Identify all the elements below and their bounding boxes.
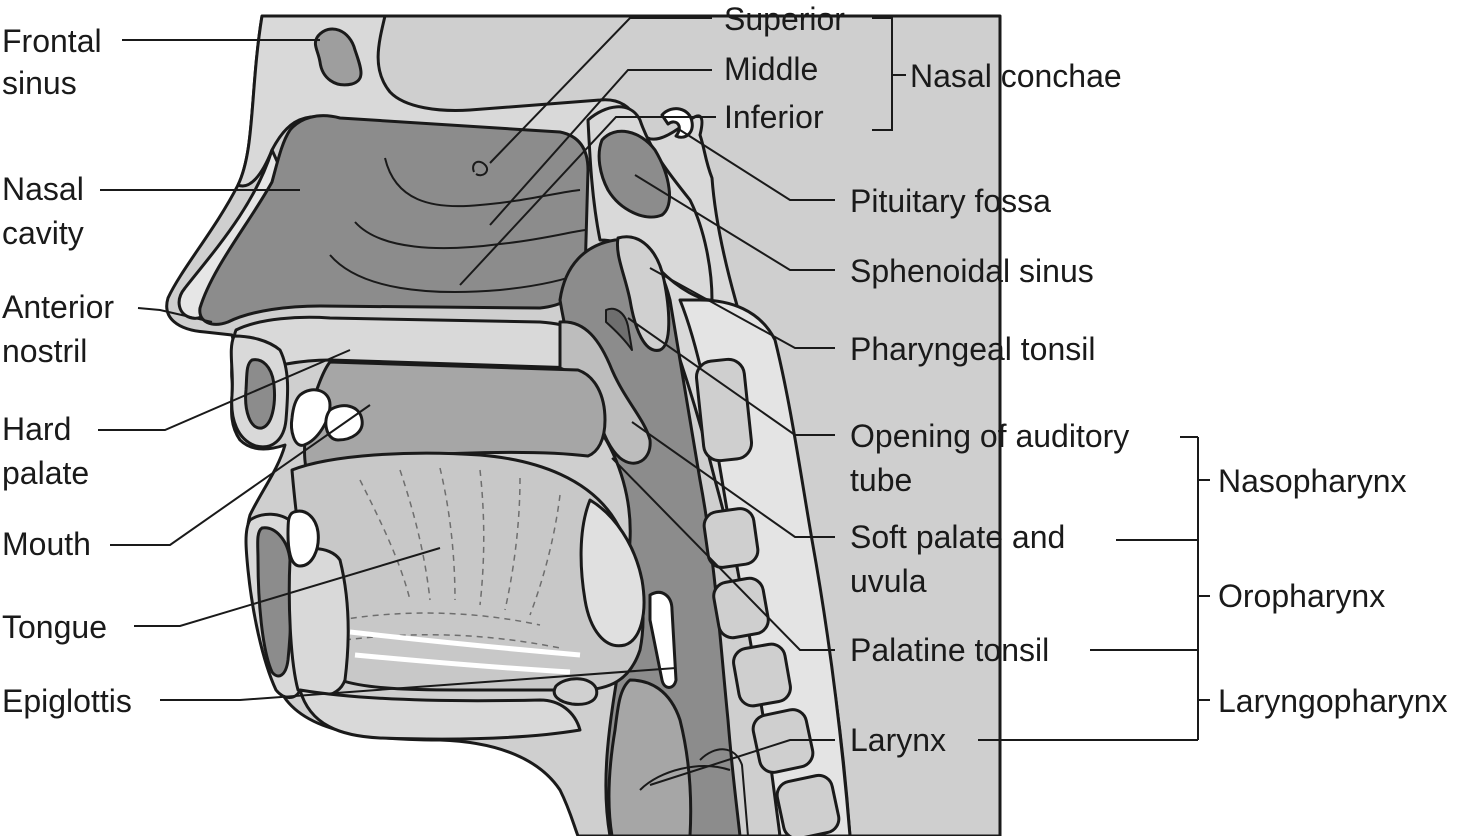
lower-incisor <box>286 509 320 568</box>
label-frontal-sinus: Frontal sinus <box>2 23 110 101</box>
pituitary-fossa-shape <box>660 107 694 139</box>
larynx-passage <box>607 678 693 836</box>
label-nasal-conchae: Nasal conchae <box>910 58 1122 94</box>
label-nasal-cavity: Nasal cavity <box>2 171 93 251</box>
label-palatine-tonsil: Palatine tonsil <box>850 632 1049 668</box>
vertebra-6 <box>775 773 841 836</box>
leader-larynx <box>649 739 835 786</box>
label-frontal-sinus-line1: Frontal <box>2 23 102 59</box>
leader-mouth <box>110 404 371 546</box>
leader-palatine-tonsil <box>611 457 835 651</box>
floor-of-mouth <box>298 688 582 741</box>
label-hard-palate: Hard palate <box>2 411 89 491</box>
label-hard-palate-line2: palate <box>2 455 89 491</box>
label-laryngopharynx: Laryngopharynx <box>1218 683 1447 719</box>
leader-tongue <box>134 547 441 627</box>
vertebra-4 <box>732 642 792 708</box>
label-soft-palate-uvula-line1: Soft palate and <box>850 519 1065 555</box>
leader-anterior-nostril <box>137 307 213 323</box>
leader-pituitary-fossa <box>679 129 835 201</box>
leader-lines <box>98 17 1210 786</box>
tongue-base-tonsil <box>579 498 646 648</box>
pharyngeal-tonsil-shape <box>615 235 671 352</box>
label-opening-auditory-tube-line2: tube <box>850 462 912 498</box>
label-soft-palate-uvula: Soft palate and uvula <box>850 519 1074 599</box>
leader-sphenoidal-sinus <box>634 174 835 271</box>
concha-middle-line <box>354 221 586 250</box>
leader-hard-palate <box>98 349 351 431</box>
label-soft-palate-uvula-line2: uvula <box>850 563 927 599</box>
vertebra-1 <box>694 357 754 463</box>
label-epiglottis: Epiglottis <box>2 683 132 719</box>
label-anterior-nostril-line1: Anterior <box>2 289 114 325</box>
label-mouth: Mouth <box>2 526 91 562</box>
labels: Frontal sinus Nasal cavity Anterior nost… <box>2 1 1447 758</box>
label-pharyngeal-tonsil: Pharyngeal tonsil <box>850 331 1095 367</box>
label-tongue: Tongue <box>2 609 107 645</box>
label-pituitary-fossa: Pituitary fossa <box>850 183 1051 219</box>
vertebra-5 <box>751 708 815 774</box>
label-anterior-nostril-line2: nostril <box>2 333 87 369</box>
label-nasopharynx: Nasopharynx <box>1218 463 1407 499</box>
vertebra-3 <box>712 576 770 640</box>
label-frontal-sinus-line2: sinus <box>2 65 77 101</box>
hyoid-bone <box>552 677 599 706</box>
concha-curl <box>472 160 488 177</box>
tongue-muscle-band-2 <box>354 652 571 675</box>
tongue-fibers <box>339 467 561 649</box>
leader-middle <box>489 69 712 226</box>
label-opening-auditory-tube: Opening of auditory tube <box>850 418 1138 498</box>
label-nasal-cavity-line1: Nasal <box>2 171 84 207</box>
concha-superior-line <box>384 157 581 208</box>
head-illustration <box>165 14 1002 836</box>
cervical-spine <box>678 298 852 836</box>
epiglottis-shape <box>648 590 678 689</box>
frontal-sinus-shape <box>313 27 363 87</box>
sphenoidal-sinus-shape <box>597 129 671 219</box>
concha-inferior-line <box>329 254 586 294</box>
mandible-body <box>287 547 350 699</box>
leader-epiglottis <box>160 667 677 701</box>
leader-soft-palate <box>631 421 835 538</box>
tongue-muscle-band-1 <box>349 629 581 658</box>
upper-lip-inner <box>244 358 276 430</box>
label-oropharynx: Oropharynx <box>1218 578 1385 614</box>
leader-auditory-tube <box>627 317 835 436</box>
auditory-tube-opening <box>605 307 633 351</box>
label-nasal-cavity-line2: cavity <box>2 215 84 251</box>
label-opening-auditory-tube-line1: Opening of auditory <box>850 418 1129 454</box>
upper-incisor <box>290 388 332 447</box>
leader-pharyngeal-tonsil <box>649 267 835 349</box>
label-larynx: Larynx <box>850 722 946 758</box>
vertebra-2 <box>702 507 760 569</box>
label-sphenoidal-sinus: Sphenoidal sinus <box>850 253 1094 289</box>
leader-superior <box>489 17 712 164</box>
larynx-tube-curve <box>699 748 749 836</box>
label-middle: Middle <box>724 51 818 87</box>
label-hard-palate-line1: Hard <box>2 411 71 447</box>
leader-inferior <box>459 116 716 286</box>
label-superior: Superior <box>724 1 845 37</box>
label-anterior-nostril: Anterior nostril <box>2 289 123 369</box>
vocal-fold-line <box>639 765 731 791</box>
label-inferior: Inferior <box>724 99 824 135</box>
